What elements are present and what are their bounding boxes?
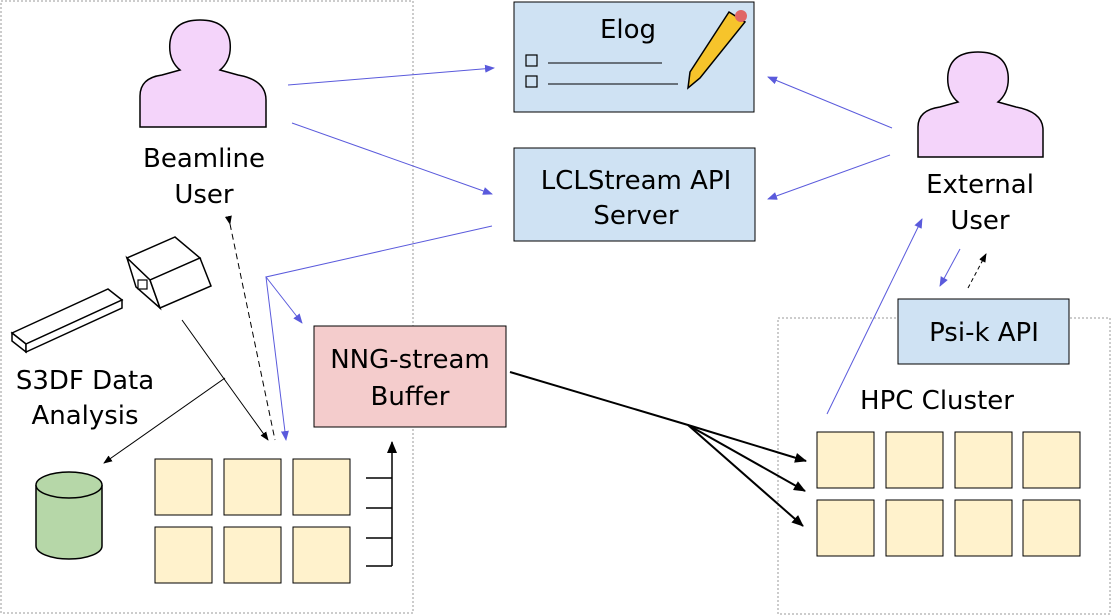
external-user-label-2: User xyxy=(950,206,1010,236)
psik-box: Psi-k API xyxy=(897,298,1070,365)
compute-node xyxy=(292,458,351,516)
api-server-box: LCLStream API Server xyxy=(513,147,756,242)
compute-node xyxy=(154,458,213,516)
compute-node xyxy=(885,499,944,557)
compute-node xyxy=(154,526,213,584)
compute-node xyxy=(954,431,1013,489)
detector-icon xyxy=(125,236,212,311)
nng-label-2: Buffer xyxy=(371,382,450,412)
external-user-label-1: External xyxy=(926,170,1034,200)
compute-node xyxy=(292,526,351,584)
beamline-user-label-1: Beamline xyxy=(143,144,265,174)
beamline-user: Beamline User xyxy=(139,19,267,210)
user-icon xyxy=(917,51,1044,158)
hpc-nodes xyxy=(816,431,1081,557)
compute-node xyxy=(954,499,1013,557)
data-flow xyxy=(103,215,987,527)
s3df-label-2: Analysis xyxy=(31,401,138,431)
compute-node xyxy=(816,431,875,489)
pencil-icon xyxy=(687,10,747,90)
user-icon xyxy=(139,19,267,128)
beam-pipe-icon xyxy=(10,288,124,354)
queue-icon xyxy=(366,441,397,567)
s3df-label-1: S3DF Data xyxy=(16,366,154,396)
compute-node xyxy=(223,526,282,584)
compute-node xyxy=(1022,431,1081,489)
psik-label: Psi-k API xyxy=(929,318,1039,348)
database-icon xyxy=(35,471,103,560)
elog-label: Elog xyxy=(600,15,656,45)
beamline-user-label-2: User xyxy=(174,180,234,210)
connectors xyxy=(265,64,961,441)
compute-node xyxy=(223,458,282,516)
nng-buffer-box: NNG-stream Buffer xyxy=(313,325,507,428)
compute-node xyxy=(885,431,944,489)
s3df-nodes xyxy=(154,458,351,584)
checkbox-icon xyxy=(525,54,538,67)
external-user: External User xyxy=(917,51,1044,236)
api-server-label-2: Server xyxy=(593,201,679,231)
checkbox-icon xyxy=(525,75,538,88)
elog-box: Elog xyxy=(513,1,755,113)
hpc-label: HPC Cluster xyxy=(860,386,1014,416)
nng-label-1: NNG-stream xyxy=(330,345,490,375)
compute-node xyxy=(816,499,875,557)
api-server-label-1: LCLStream API xyxy=(541,166,732,196)
s3df-region xyxy=(0,0,414,614)
compute-node xyxy=(1022,499,1081,557)
